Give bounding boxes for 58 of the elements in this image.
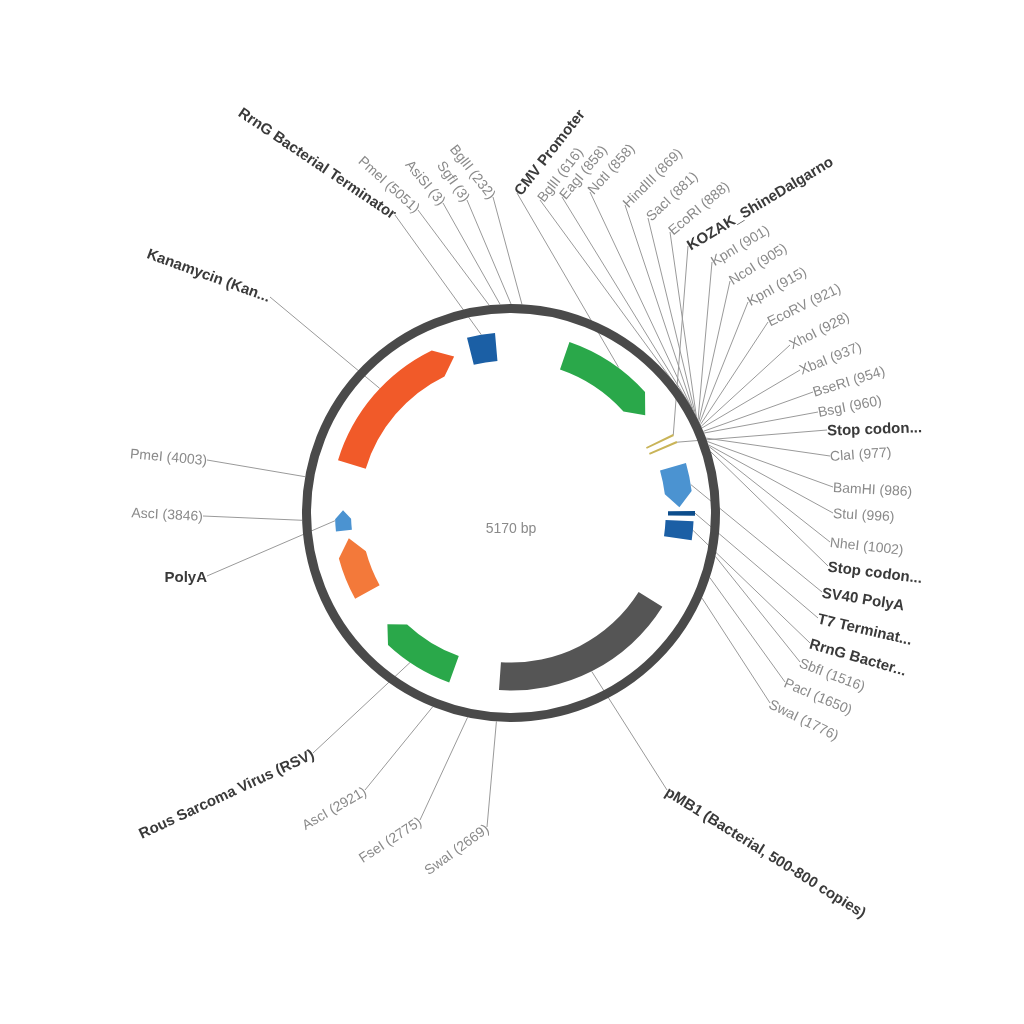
feature-bar (648, 441, 677, 455)
feature-arc (335, 509, 352, 532)
leader-line (700, 344, 791, 427)
feature-bar (498, 592, 662, 691)
leader-line (269, 296, 381, 389)
leader-line (710, 451, 829, 567)
leader-line (699, 321, 769, 426)
leader-line (202, 515, 303, 521)
leader-line (701, 597, 771, 704)
leader-line (624, 204, 695, 413)
feature-arc (660, 462, 693, 508)
leader-line (466, 199, 512, 305)
leader-line (591, 671, 668, 791)
leader-line (486, 721, 497, 828)
leader-line (697, 261, 713, 421)
leader-line (708, 446, 831, 543)
feature-label: Stop codon... (827, 558, 924, 585)
leader-line (702, 391, 814, 432)
feature-label: PolyA (164, 568, 207, 584)
plasmid-ring (302, 304, 720, 722)
site-label: PmeI (4003) (129, 446, 208, 467)
leader-line (206, 459, 306, 478)
site-label: ClaI (977) (829, 444, 892, 463)
leader-line (206, 520, 336, 577)
leader-line (714, 555, 801, 663)
leader-line (699, 301, 749, 424)
plasmid-size-label: 5170 bp (485, 518, 537, 538)
feature-block (664, 519, 694, 541)
leader-line (703, 411, 819, 434)
leader-line (676, 429, 828, 443)
leader-line (669, 231, 697, 417)
leader-line (516, 192, 620, 368)
leader-line (690, 484, 823, 593)
feature-bar (645, 434, 674, 449)
feature-label: SV40 PolyA (820, 584, 906, 613)
leader-line (698, 280, 731, 422)
site-label: AscI (3846) (131, 505, 204, 523)
leader-line (701, 369, 801, 429)
leader-line (442, 202, 501, 305)
leader-line (394, 214, 482, 335)
leader-line (492, 196, 523, 305)
site-label: BamHI (986) (832, 480, 913, 499)
leader-line (708, 444, 834, 514)
leader-line (312, 661, 411, 754)
leader-line (694, 512, 819, 619)
site-label: NheI (1002) (829, 535, 905, 557)
feature-block (467, 332, 498, 365)
feature-bar (668, 510, 695, 516)
leader-line (419, 716, 469, 821)
leader-line (706, 441, 834, 488)
site-label: StuI (996) (832, 506, 895, 524)
leader-line (709, 577, 786, 683)
leader-line (417, 209, 490, 306)
leader-line (672, 245, 689, 436)
leader-line (364, 706, 434, 791)
feature-label: Stop codon... (826, 419, 923, 438)
leader-line (705, 437, 831, 457)
leader-line (692, 530, 811, 644)
